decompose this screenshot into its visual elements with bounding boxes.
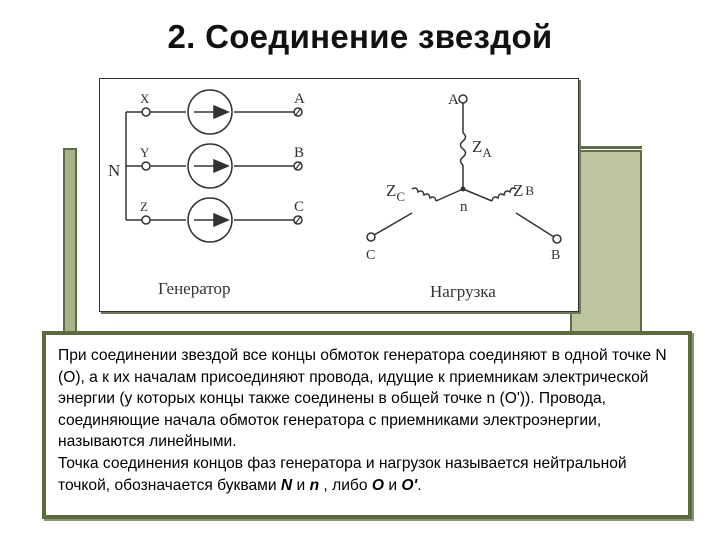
description-box: При соединении звездой все концы обмоток… bbox=[42, 331, 692, 519]
load-impedance-a-sub: A bbox=[482, 145, 492, 160]
load-terminal-c bbox=[366, 232, 376, 242]
slash-a bbox=[294, 107, 302, 117]
load-impedance-a: ZA bbox=[472, 137, 492, 160]
load-neutral-node bbox=[460, 186, 466, 192]
terminal-x bbox=[141, 107, 151, 117]
sentence-end: . bbox=[417, 476, 422, 494]
load-wire-c-outer bbox=[373, 212, 413, 236]
slide-title: 2. Соединение звездой bbox=[167, 18, 553, 55]
load-impedance-b-sub: B bbox=[525, 183, 534, 198]
description-paragraph-1: При соединении звездой все концы обмоток… bbox=[58, 347, 667, 451]
terminal-z bbox=[141, 215, 151, 225]
terminal-b bbox=[293, 161, 303, 171]
generator-circuit bbox=[125, 89, 303, 243]
conj-and-1: и bbox=[292, 476, 310, 494]
load-coil-b bbox=[491, 187, 517, 202]
load-impedance-c-sub: C bbox=[396, 189, 405, 204]
terminal-slashes bbox=[294, 107, 302, 225]
load-wire-b-outer bbox=[515, 212, 555, 238]
load-label-c: C bbox=[366, 248, 375, 263]
symbol-o-prime: O' bbox=[401, 476, 418, 494]
terminal-a bbox=[293, 107, 303, 117]
symbol-n-upper: N bbox=[280, 476, 293, 494]
load-impedance-a-main: Z bbox=[472, 137, 482, 156]
decorative-green-strip-left bbox=[63, 148, 77, 352]
label-b: B bbox=[294, 145, 304, 161]
generator-winding-3 bbox=[187, 197, 233, 243]
conj-either: , либо bbox=[319, 476, 372, 494]
slash-c bbox=[294, 215, 302, 225]
label-y: Y bbox=[140, 145, 150, 160]
load-wire-b-inner bbox=[462, 188, 493, 202]
load-wire-c-inner bbox=[435, 188, 464, 202]
load-circuit bbox=[366, 94, 562, 244]
label-a: A bbox=[294, 91, 305, 107]
slash-b bbox=[294, 161, 302, 171]
load-impedance-b-main: Z bbox=[513, 181, 523, 200]
load-label-a: A bbox=[448, 92, 459, 108]
description-paragraph-2: Точка соединения концов фаз генератора и… bbox=[58, 453, 674, 496]
label-z: Z bbox=[140, 199, 148, 214]
generator-winding-2 bbox=[187, 143, 233, 189]
load-label-b: B bbox=[551, 248, 560, 263]
generator-winding-1 bbox=[187, 89, 233, 135]
arrow-1-head bbox=[213, 104, 230, 120]
load-caption: Нагрузка bbox=[430, 282, 496, 301]
label-c: C bbox=[294, 199, 304, 215]
symbol-o: O bbox=[371, 476, 384, 494]
arrow-3-head bbox=[213, 212, 230, 228]
generator-caption: Генератор bbox=[158, 279, 231, 298]
generator-arrows bbox=[194, 104, 230, 228]
load-terminal-a bbox=[458, 94, 468, 104]
label-x: X bbox=[140, 91, 150, 106]
load-coil-c bbox=[411, 187, 437, 202]
load-impedance-c: ZC bbox=[386, 181, 405, 204]
load-coil-a bbox=[459, 132, 467, 166]
terminal-c bbox=[293, 215, 303, 225]
description-paragraph-2-text: Точка соединения концов фаз генератора и… bbox=[58, 454, 627, 494]
decorative-green-block-right bbox=[570, 150, 642, 344]
conj-and-2: и bbox=[383, 476, 402, 494]
load-neutral-label: n bbox=[460, 199, 468, 215]
load-terminal-b bbox=[552, 234, 562, 244]
arrow-2-head bbox=[213, 158, 230, 174]
decorative-green-bar bbox=[578, 146, 642, 149]
terminal-y bbox=[141, 161, 151, 171]
load-impedance-c-main: Z bbox=[386, 181, 396, 200]
generator-neutral-label: N bbox=[108, 161, 120, 180]
symbol-n-lower: n bbox=[309, 476, 320, 494]
